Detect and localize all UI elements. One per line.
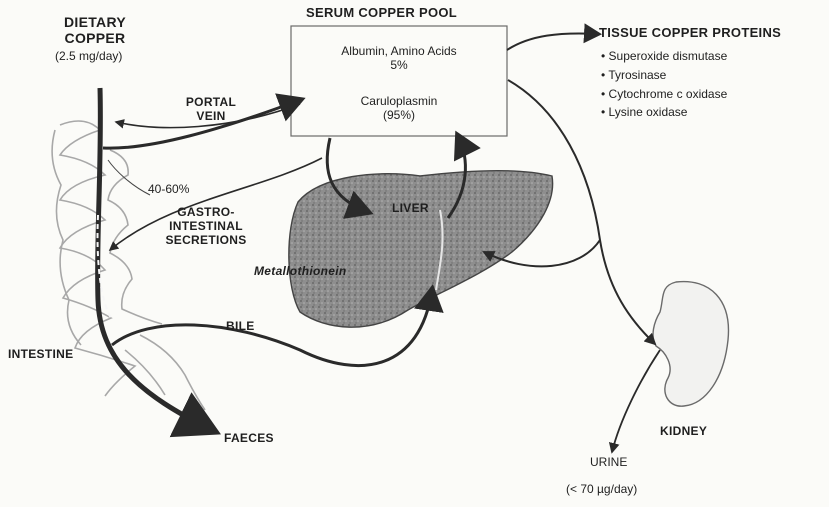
portal-vein-label: PORTAL VEIN xyxy=(176,96,246,124)
albumin-label: Albumin, Amino Acids 5% xyxy=(310,45,488,73)
bile-label: BILE xyxy=(226,320,255,334)
tissue-proteins-title: TISSUE COPPER PROTEINS xyxy=(599,26,781,41)
faeces-label: FAECES xyxy=(224,432,274,446)
dietary-copper-amount: (2.5 mg/day) xyxy=(55,50,122,64)
kidney-label: KIDNEY xyxy=(660,425,707,439)
gi-secretions-label: GASTRO- INTESTINAL SECRETIONS xyxy=(146,206,266,247)
tissue-arrow xyxy=(507,33,598,50)
absorption-percent-label: 40-60% xyxy=(148,183,189,197)
urine-label: URINE xyxy=(590,456,627,470)
liver-label: LIVER xyxy=(392,202,429,216)
faeces-arrow xyxy=(98,88,212,430)
absorption-leader xyxy=(108,160,150,195)
tissue-protein-item: Cytochrome c oxidase xyxy=(601,88,727,102)
tissue-protein-item: Tyrosinase xyxy=(601,69,727,83)
ceruloplasmin-label: Caruloplasmin (95%) xyxy=(310,95,488,123)
kidney-illustration xyxy=(653,282,728,407)
urine-amount: (< 70 µg/day) xyxy=(566,483,637,497)
metallothionein-label: Metallothionein xyxy=(254,265,347,279)
liver-illustration xyxy=(289,171,553,327)
urine-arrow xyxy=(612,350,660,452)
intestine-illustration xyxy=(52,121,205,410)
tissue-protein-item: Superoxide dismutase xyxy=(601,50,727,64)
tissue-protein-item: Lysine oxidase xyxy=(601,106,727,120)
intestine-label: INTESTINE xyxy=(8,348,73,362)
dietary-copper-label: DIETARY COPPER xyxy=(55,14,135,46)
tissue-proteins-list: Superoxide dismutase Tyrosinase Cytochro… xyxy=(601,50,727,125)
serum-pool-title: SERUM COPPER POOL xyxy=(306,6,457,21)
